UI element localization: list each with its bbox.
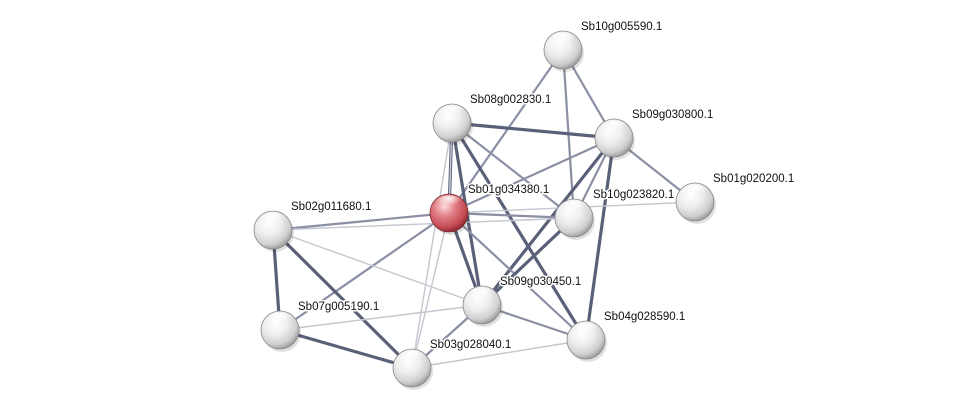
- interaction-edge[interactable]: [271, 211, 451, 232]
- interaction-edge[interactable]: [450, 121, 576, 220]
- interaction-edge[interactable]: [411, 339, 587, 369]
- node-label: Sb10g005590.1: [581, 21, 662, 33]
- node-label-halo: Sb09g030450.1: [500, 276, 581, 288]
- node-label-halo: Sb04g028590.1: [604, 311, 685, 323]
- node-label: Sb01g034380.1: [468, 184, 549, 196]
- node-highlight: [468, 287, 496, 302]
- node-highlight: [398, 350, 426, 365]
- node-label: Sb08g002830.1: [470, 94, 551, 106]
- node-highlight: [681, 184, 709, 199]
- interaction-edge[interactable]: [272, 217, 575, 231]
- node-label-halo: Sb09g030800.1: [632, 109, 713, 121]
- interaction-edge[interactable]: [450, 121, 616, 140]
- interaction-edge[interactable]: [447, 48, 565, 215]
- interaction-edge[interactable]: [447, 136, 616, 215]
- interaction-edge[interactable]: [411, 212, 450, 369]
- interaction-edge[interactable]: [279, 304, 483, 331]
- node-label: Sb09g030800.1: [632, 109, 713, 121]
- node-highlight: [259, 212, 287, 227]
- node-label: Sb09g030450.1: [500, 276, 581, 288]
- node-label-halo: Sb02g011680.1: [291, 201, 371, 213]
- interaction-edge[interactable]: [278, 328, 414, 370]
- interaction-edge[interactable]: [480, 136, 616, 307]
- interaction-edge[interactable]: [272, 229, 483, 306]
- interaction-edge[interactable]: [584, 136, 616, 342]
- interaction-edge[interactable]: [447, 211, 588, 342]
- node-highlight: [560, 200, 588, 215]
- node-label-halo: Sb03g028040.1: [430, 339, 511, 351]
- node-layer: Sb10g005590.1Sb10g005590.1Sb08g002830.1S…: [253, 20, 796, 390]
- node-label-halo: Sb07g005190.1: [298, 301, 379, 313]
- node-highlight: [438, 105, 466, 120]
- node-highlight: [266, 312, 294, 327]
- node-label: Sb03g028040.1: [430, 339, 511, 351]
- interaction-edge[interactable]: [450, 121, 588, 342]
- node-highlight: [549, 32, 577, 47]
- node-highlight: [600, 120, 628, 135]
- node-label-halo: Sb01g020200.1: [713, 173, 794, 185]
- node-label-halo: Sb10g023820.1: [593, 189, 674, 201]
- node-label: Sb02g011680.1: [291, 201, 371, 213]
- node-label: Sb04g028590.1: [604, 311, 685, 323]
- interaction-edge[interactable]: [271, 228, 414, 370]
- node-label-halo: Sb01g034380.1: [468, 184, 549, 196]
- node-label-halo: Sb08g002830.1: [470, 94, 551, 106]
- node-label-halo: Sb10g005590.1: [581, 21, 662, 33]
- node-highlight: [435, 195, 463, 210]
- interaction-edge[interactable]: [447, 211, 576, 220]
- node-label: Sb10g023820.1: [593, 189, 674, 201]
- interaction-edge[interactable]: [411, 122, 453, 369]
- interaction-edge[interactable]: [480, 216, 576, 307]
- node-label: Sb07g005190.1: [298, 301, 379, 313]
- interaction-edge[interactable]: [278, 211, 451, 332]
- node-highlight: [572, 322, 600, 337]
- node-label: Sb01g020200.1: [713, 173, 794, 185]
